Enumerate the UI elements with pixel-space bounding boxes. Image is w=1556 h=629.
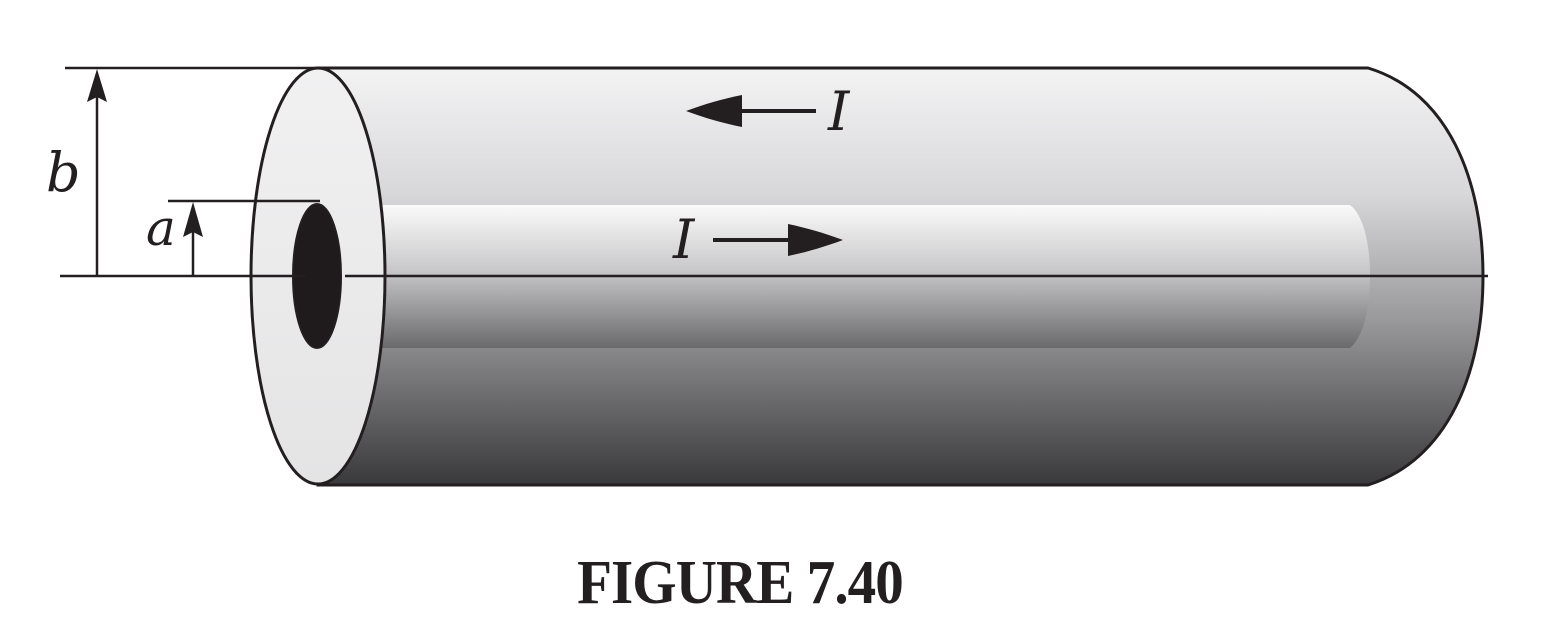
label-outer-current: I <box>827 80 851 143</box>
outer-current-arrowhead <box>686 95 742 127</box>
label-inner-current: I <box>672 208 696 271</box>
label-b: b <box>46 141 81 204</box>
figure-caption: FIGURE 7.40 <box>577 549 904 617</box>
inner-current-arrowhead <box>788 224 843 256</box>
label-a: a <box>146 199 176 257</box>
b-dimension-arrowhead <box>87 69 107 102</box>
a-dimension-arrowhead <box>183 202 203 237</box>
